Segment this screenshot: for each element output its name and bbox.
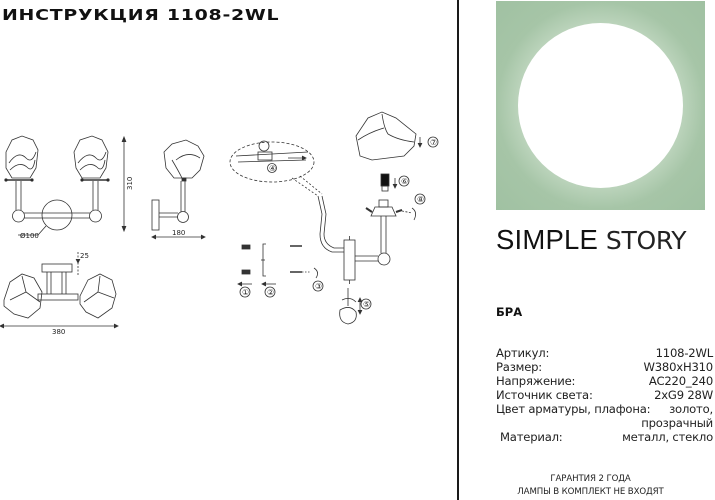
spec-label: Источник света: bbox=[496, 388, 593, 402]
spec-label: Цвет арматуры, плафона: bbox=[496, 402, 651, 416]
spec-row-color: Цвет арматуры, плафона: золото, bbox=[496, 402, 713, 416]
brand-part1: SIMPLE bbox=[496, 224, 599, 255]
spec-value: прозрачный bbox=[641, 416, 713, 430]
spec-value: золото, bbox=[669, 402, 713, 416]
top-view-drawing bbox=[0, 252, 119, 329]
spec-label: Напряжение: bbox=[496, 374, 576, 388]
dim-width: 380 bbox=[52, 328, 65, 336]
step-4: ④ bbox=[269, 164, 276, 173]
hero-image bbox=[496, 1, 705, 210]
step-1: ① bbox=[242, 288, 249, 297]
glowing-circle bbox=[518, 23, 683, 188]
spec-value: 1108-2WL bbox=[655, 346, 714, 360]
side-view-drawing bbox=[151, 139, 206, 240]
step-3: ③ bbox=[315, 282, 322, 291]
step-5: ⑤ bbox=[363, 300, 370, 309]
brand-part2: STORY bbox=[605, 226, 687, 255]
spec-label: Размер: bbox=[496, 360, 543, 374]
step-2: ② bbox=[267, 288, 274, 297]
product-category: БРА bbox=[496, 305, 523, 319]
step-8: ⑧ bbox=[417, 195, 424, 204]
dim-backplate-diameter: Ø100 bbox=[20, 232, 39, 240]
dim-projection: 180 bbox=[172, 229, 185, 237]
spec-table: Артикул: 1108-2WL Размер: W380xH310 Напр… bbox=[496, 346, 713, 444]
step-7: ⑦ bbox=[430, 138, 437, 147]
spec-label: Материал: bbox=[500, 430, 563, 444]
lamps-note: ЛАМПЫ В КОМПЛЕКТ НЕ ВХОДЯТ bbox=[517, 487, 664, 497]
spec-row-color-cont: прозрачный bbox=[496, 416, 713, 430]
spec-row-size: Размер: W380xH310 bbox=[496, 360, 713, 374]
technical-drawings: Ø100 310 25 380 180 ① ② ③ ④ ⑤ ⑥ ⑦ ⑧ bbox=[0, 111, 439, 336]
assembly-drawing bbox=[229, 111, 423, 325]
spec-value: AC220_240 bbox=[648, 374, 713, 388]
vertical-divider bbox=[457, 0, 459, 500]
anchor-screws bbox=[237, 243, 318, 287]
spec-value: 2xG9 28W bbox=[654, 388, 713, 402]
spec-value: W380xH310 bbox=[643, 360, 713, 374]
dim-height: 310 bbox=[126, 177, 134, 190]
step-6: ⑥ bbox=[401, 177, 408, 186]
spec-value: металл, стекло bbox=[622, 430, 713, 444]
spec-row-article: Артикул: 1108-2WL bbox=[496, 346, 713, 360]
front-view-drawing bbox=[4, 135, 127, 236]
spec-row-material: Материал: металл, стекло bbox=[496, 430, 713, 444]
spec-label: Артикул: bbox=[496, 346, 550, 360]
dim-depth: 25 bbox=[80, 252, 89, 260]
document-title: ИНСТРУКЦИЯ 1108-2WL bbox=[2, 6, 280, 24]
warranty-text: ГАРАНТИЯ 2 ГОДА bbox=[550, 474, 631, 484]
spec-row-voltage: Напряжение: AC220_240 bbox=[496, 374, 713, 388]
spec-row-light-source: Источник света: 2xG9 28W bbox=[496, 388, 713, 402]
brand-logo: SIMPLE STORY bbox=[496, 224, 687, 256]
